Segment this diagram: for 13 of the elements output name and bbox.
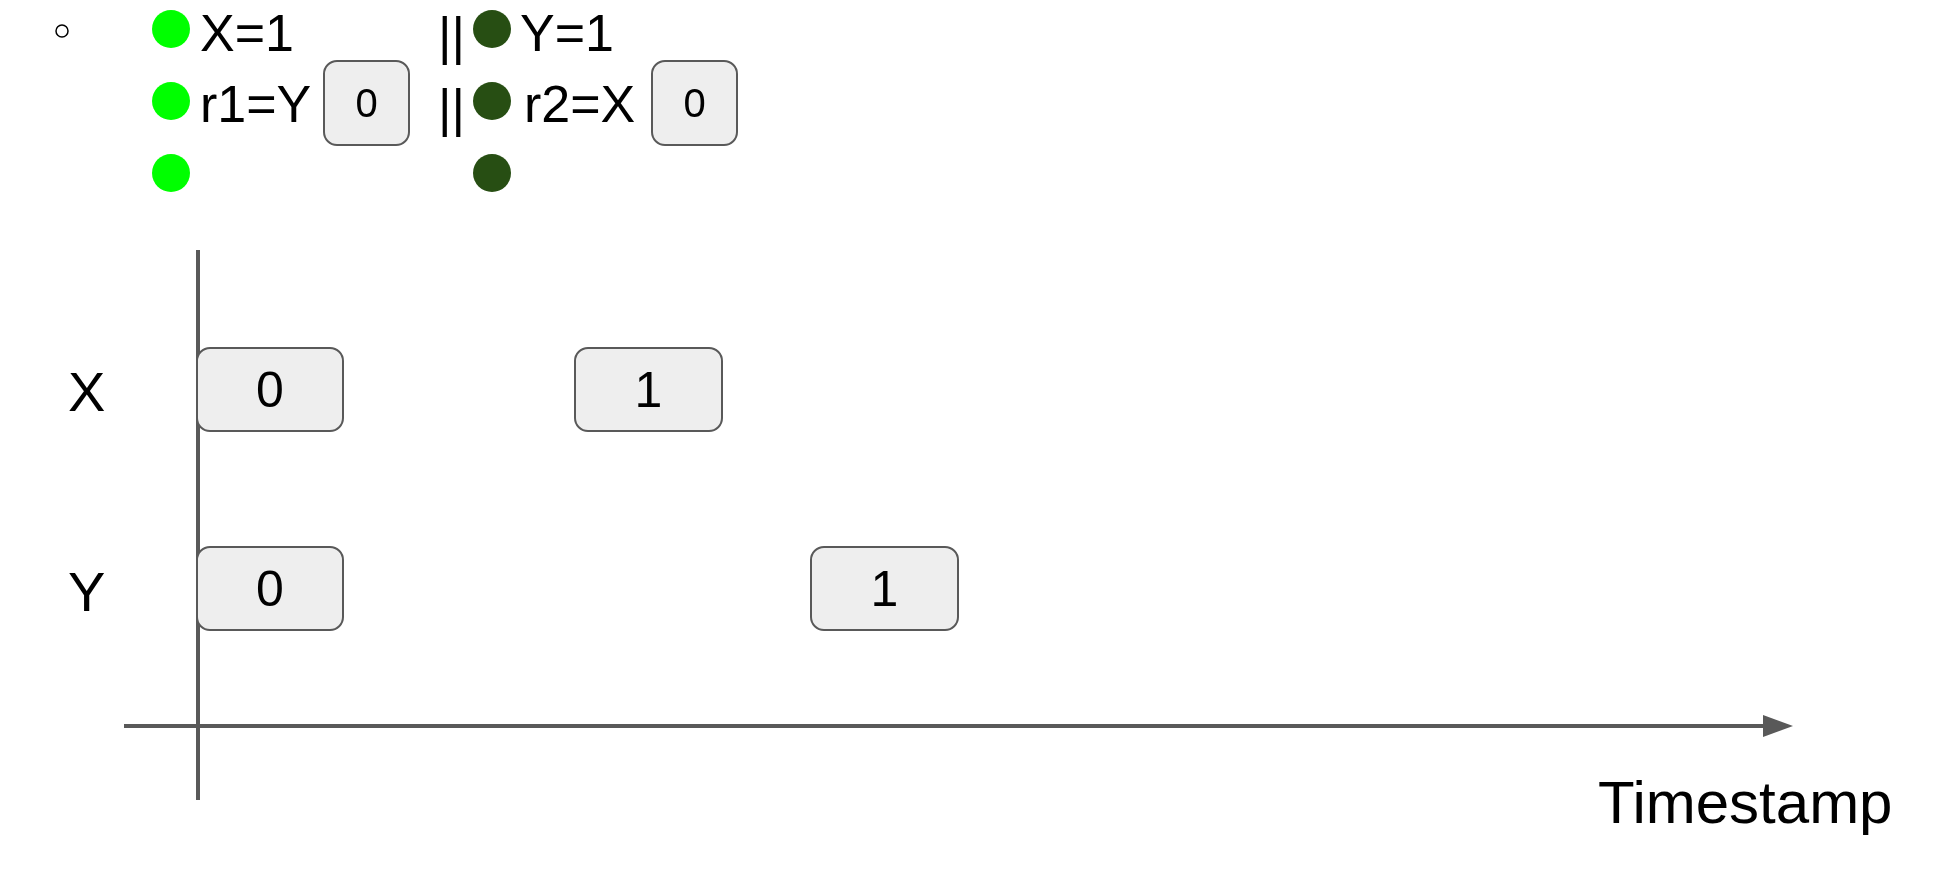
text-label: Y=1 <box>520 7 614 59</box>
text-label: Timestamp <box>1598 773 1893 833</box>
text-label: X=1 <box>200 7 294 59</box>
value-box: 0 <box>323 60 410 146</box>
value-box: 0 <box>196 347 344 432</box>
text-label: r1=Y <box>200 78 312 130</box>
value-box: 0 <box>196 546 344 631</box>
value-box: 1 <box>810 546 959 631</box>
text-label: X <box>68 364 106 420</box>
text-label: Y <box>68 564 106 620</box>
text-label: r2=X <box>524 78 636 130</box>
value-box: 1 <box>574 347 723 432</box>
value-box: 0 <box>651 60 738 146</box>
